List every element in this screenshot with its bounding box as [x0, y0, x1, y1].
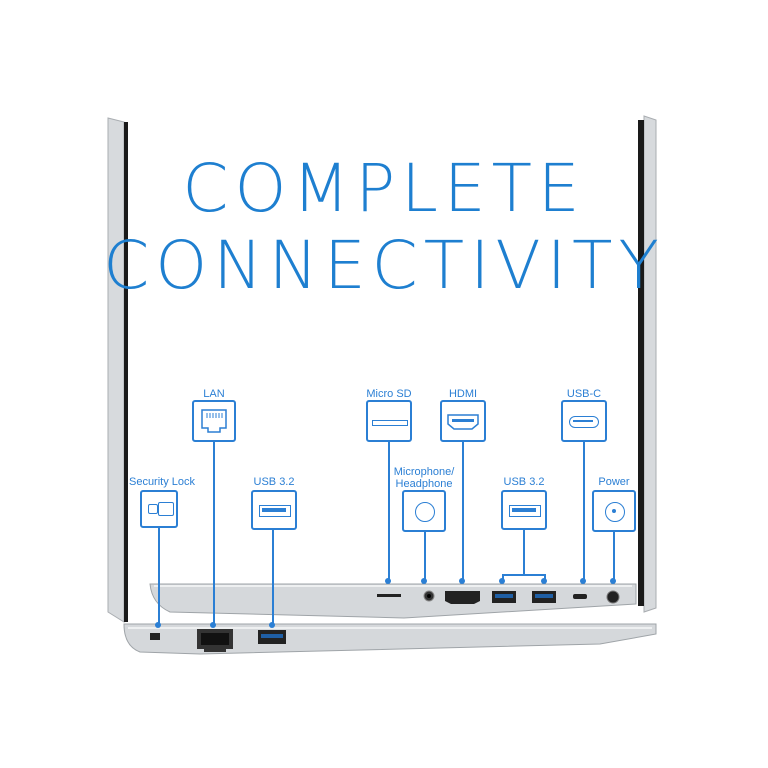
dot-usb-right-a	[499, 578, 505, 584]
dot-micro-sd	[385, 578, 391, 584]
label-micro-sd: Micro SD	[366, 388, 412, 400]
dot-power	[610, 578, 616, 584]
connector-usb-c	[583, 442, 585, 582]
connector-security-lock	[158, 528, 160, 626]
port-security-lock	[150, 633, 160, 640]
ethernet-icon	[192, 400, 236, 442]
label-power: Power	[598, 476, 630, 488]
power-jack-icon	[592, 490, 636, 532]
sd-card-icon	[366, 400, 412, 442]
usb-a-icon-right	[501, 490, 547, 530]
label-security-lock: Security Lock	[128, 476, 196, 488]
headphone-jack-icon	[402, 490, 446, 532]
lower-base	[123, 623, 657, 655]
dot-security-lock	[155, 622, 161, 628]
upper-base	[149, 583, 637, 619]
dot-usb-right-b	[541, 578, 547, 584]
label-lan: LAN	[203, 388, 225, 400]
dot-lan	[210, 622, 216, 628]
connector-lan	[213, 442, 215, 626]
dot-mic	[421, 578, 427, 584]
label-mic-line1: Microphone/	[393, 466, 455, 478]
left-lid-bezel	[124, 122, 128, 622]
label-usb-left: USB 3.2	[253, 476, 295, 488]
connector-power	[613, 532, 615, 582]
label-hdmi: HDMI	[448, 388, 478, 400]
label-usb-right: USB 3.2	[503, 476, 545, 488]
lock-icon	[140, 490, 178, 528]
port-micro-sd	[377, 594, 401, 597]
connector-mic	[424, 532, 426, 582]
usb-a-icon	[251, 490, 297, 530]
connector-hdmi	[462, 442, 464, 582]
dot-usb-c	[580, 578, 586, 584]
headline-line-2: CONNECTIVITY	[103, 227, 665, 304]
connector-usb-right	[523, 530, 525, 574]
connector-usb-right-split	[502, 574, 546, 576]
label-mic-line2: Headphone	[395, 478, 453, 490]
port-usb-c	[573, 594, 587, 599]
dot-hdmi	[459, 578, 465, 584]
port-hdmi	[445, 591, 480, 604]
connector-micro-sd	[388, 442, 390, 582]
dot-usb-left	[269, 622, 275, 628]
label-usb-c: USB-C	[566, 388, 602, 400]
hdmi-icon	[440, 400, 486, 442]
headline-line-1: COMPLETE	[182, 150, 586, 227]
connector-usb-left	[272, 530, 274, 626]
usb-c-icon	[561, 400, 607, 442]
right-lid-bezel	[638, 120, 644, 606]
port-power	[606, 590, 620, 604]
